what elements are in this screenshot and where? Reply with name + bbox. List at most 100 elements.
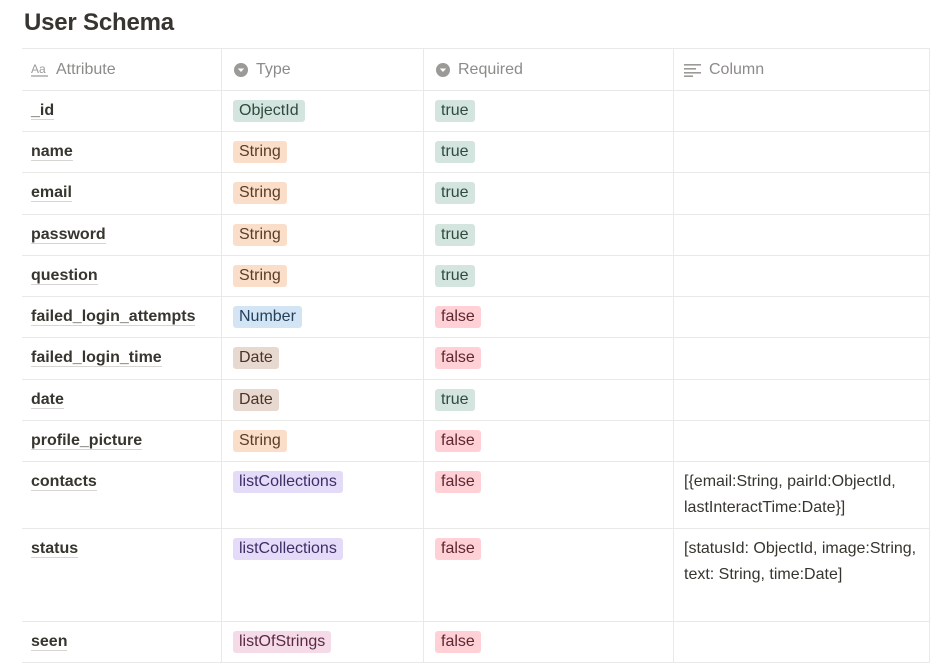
required-cell[interactable]: true <box>424 215 674 255</box>
type-cell[interactable]: ObjectId <box>222 91 424 131</box>
attribute-cell[interactable]: profile_picture <box>22 421 222 461</box>
column-text: [statusId: ObjectId, image:String, text:… <box>684 540 917 583</box>
required-cell[interactable]: false <box>424 338 674 379</box>
column-cell[interactable] <box>674 91 930 131</box>
required-tag: false <box>435 306 481 328</box>
required-tag: false <box>435 538 481 560</box>
attribute-name[interactable]: name <box>31 143 73 161</box>
attribute-name[interactable]: question <box>31 267 98 285</box>
column-cell[interactable]: [{email:String, pairId:ObjectId, lastInt… <box>674 462 930 528</box>
required-tag: false <box>435 347 481 369</box>
column-cell[interactable] <box>674 297 930 337</box>
required-tag: true <box>435 265 475 287</box>
header-column[interactable]: Column <box>674 49 930 90</box>
required-tag: false <box>435 430 481 452</box>
text-lines-icon <box>684 63 702 77</box>
schema-table: Aa Attribute Type Required <box>22 48 930 663</box>
required-cell[interactable]: true <box>424 132 674 172</box>
column-cell[interactable] <box>674 622 930 662</box>
required-cell[interactable]: false <box>424 529 674 621</box>
header-column-label: Column <box>709 60 765 78</box>
attribute-cell[interactable]: status <box>22 529 222 621</box>
type-cell[interactable]: listCollections <box>222 462 424 528</box>
required-cell[interactable]: false <box>424 462 674 528</box>
type-cell[interactable]: String <box>222 256 424 296</box>
required-cell[interactable]: true <box>424 256 674 296</box>
attribute-cell[interactable]: failed_login_attempts <box>22 297 222 337</box>
page-title: User Schema <box>24 9 174 36</box>
column-cell[interactable] <box>674 173 930 214</box>
required-cell[interactable]: false <box>424 297 674 337</box>
table-row[interactable]: name String true <box>22 132 930 173</box>
column-cell[interactable] <box>674 380 930 420</box>
column-cell[interactable] <box>674 421 930 461</box>
header-attribute[interactable]: Aa Attribute <box>22 49 222 90</box>
type-cell[interactable]: listOfStrings <box>222 622 424 662</box>
column-cell[interactable] <box>674 256 930 296</box>
table-row[interactable]: profile_picture String false <box>22 421 930 462</box>
attribute-name[interactable]: _id <box>31 102 55 120</box>
required-cell[interactable]: true <box>424 380 674 420</box>
required-cell[interactable]: false <box>424 622 674 662</box>
column-cell[interactable] <box>674 338 930 379</box>
attribute-cell[interactable]: _id <box>22 91 222 131</box>
table-row[interactable]: email String true <box>22 173 930 215</box>
attribute-name[interactable]: date <box>31 391 64 409</box>
type-tag: listCollections <box>233 538 343 560</box>
attribute-cell[interactable]: date <box>22 380 222 420</box>
required-cell[interactable]: false <box>424 421 674 461</box>
header-type-label: Type <box>256 60 291 78</box>
column-cell[interactable] <box>674 215 930 255</box>
text-aa-icon: Aa <box>31 63 49 77</box>
type-tag: listCollections <box>233 471 343 493</box>
table-row[interactable]: contacts listCollections false [{email:S… <box>22 462 930 529</box>
column-text: [{email:String, pairId:ObjectId, lastInt… <box>684 473 896 516</box>
type-tag: String <box>233 265 287 287</box>
header-type[interactable]: Type <box>222 49 424 90</box>
attribute-name[interactable]: failed_login_time <box>31 349 162 367</box>
table-header: Aa Attribute Type Required <box>22 49 930 91</box>
svg-text:Aa: Aa <box>31 63 46 76</box>
table-row[interactable]: status listCollections false [statusId: … <box>22 529 930 622</box>
attribute-name[interactable]: status <box>31 540 79 558</box>
type-tag: String <box>233 430 287 452</box>
attribute-name[interactable]: failed_login_attempts <box>31 308 196 326</box>
type-cell[interactable]: String <box>222 421 424 461</box>
attribute-name[interactable]: contacts <box>31 473 97 491</box>
required-cell[interactable]: true <box>424 173 674 214</box>
type-tag: String <box>233 141 287 163</box>
attribute-cell[interactable]: seen <box>22 622 222 662</box>
type-cell[interactable]: listCollections <box>222 529 424 621</box>
type-cell[interactable]: String <box>222 173 424 214</box>
table-row[interactable]: failed_login_time Date false <box>22 338 930 380</box>
type-tag: String <box>233 224 287 246</box>
type-cell[interactable]: Date <box>222 380 424 420</box>
type-tag: ObjectId <box>233 100 305 122</box>
attribute-name[interactable]: profile_picture <box>31 432 143 450</box>
attribute-name[interactable]: seen <box>31 633 68 651</box>
table-row[interactable]: password String true <box>22 215 930 256</box>
table-row[interactable]: date Date true <box>22 380 930 421</box>
attribute-cell[interactable]: email <box>22 173 222 214</box>
attribute-cell[interactable]: password <box>22 215 222 255</box>
type-tag: Date <box>233 389 279 411</box>
column-cell[interactable] <box>674 132 930 172</box>
attribute-cell[interactable]: contacts <box>22 462 222 528</box>
attribute-name[interactable]: email <box>31 184 72 202</box>
table-row[interactable]: failed_login_attempts Number false <box>22 297 930 338</box>
attribute-name[interactable]: password <box>31 226 106 244</box>
type-cell[interactable]: String <box>222 132 424 172</box>
column-cell[interactable]: [statusId: ObjectId, image:String, text:… <box>674 529 930 621</box>
table-row[interactable]: _id ObjectId true <box>22 91 930 132</box>
attribute-cell[interactable]: name <box>22 132 222 172</box>
type-cell[interactable]: Number <box>222 297 424 337</box>
type-cell[interactable]: Date <box>222 338 424 379</box>
type-cell[interactable]: String <box>222 215 424 255</box>
header-required[interactable]: Required <box>424 49 674 90</box>
attribute-cell[interactable]: failed_login_time <box>22 338 222 379</box>
table-row[interactable]: question String true <box>22 256 930 297</box>
required-cell[interactable]: true <box>424 91 674 131</box>
header-attribute-label: Attribute <box>56 60 116 78</box>
attribute-cell[interactable]: question <box>22 256 222 296</box>
table-row[interactable]: seen listOfStrings false <box>22 622 930 663</box>
